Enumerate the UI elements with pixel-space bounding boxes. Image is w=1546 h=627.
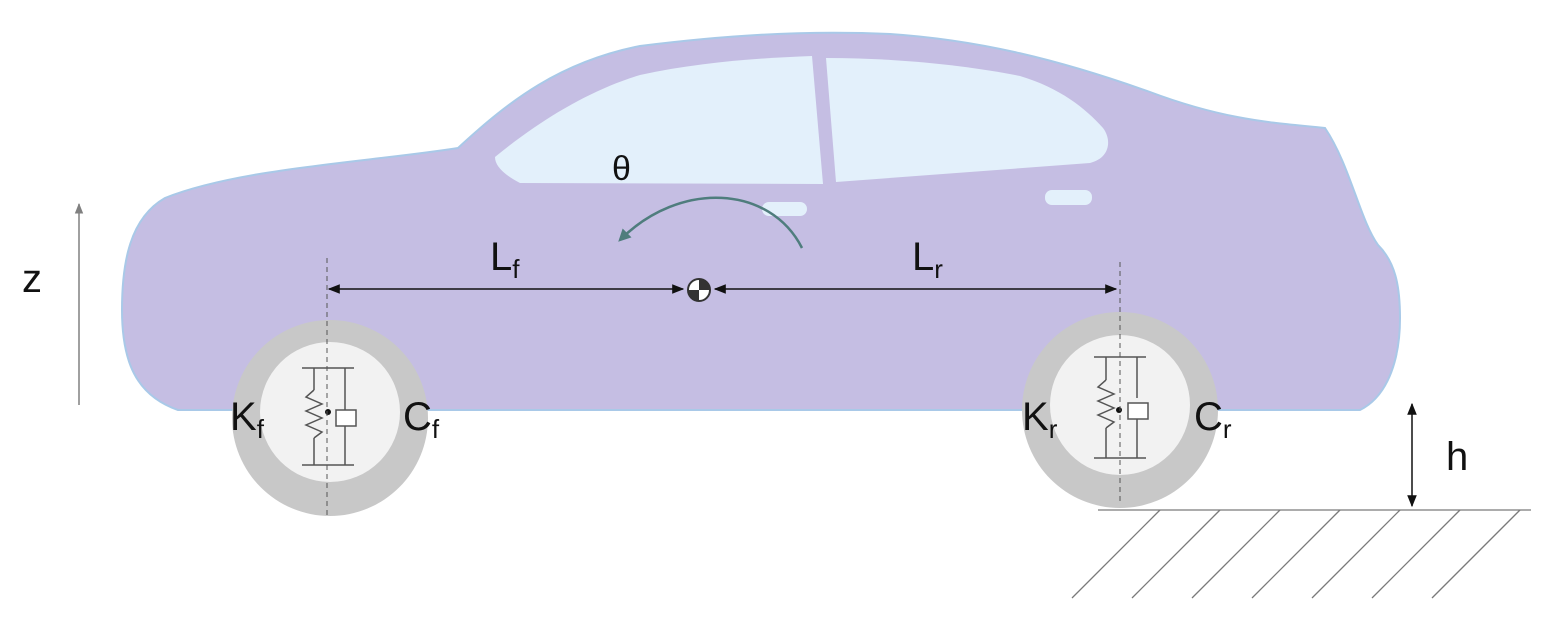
- h-label: h: [1446, 435, 1468, 479]
- center-of-gravity-icon: [687, 278, 711, 302]
- rear-spring-label: Kr: [1022, 395, 1058, 444]
- front-damper-label: Cf: [403, 395, 440, 444]
- z-label: z: [22, 257, 42, 301]
- rear-length-label: Lr: [912, 235, 943, 284]
- front-spring-label: Kf: [230, 395, 265, 444]
- theta-label: θ: [612, 150, 631, 188]
- rear-door-handle: [1045, 190, 1092, 205]
- ground-surface: [1071, 509, 1531, 599]
- rear-window: [826, 58, 1109, 182]
- front-door-handle: [762, 202, 807, 216]
- rear-damper-label: Cr: [1194, 395, 1232, 444]
- front-length-label: Lf: [490, 235, 520, 284]
- front-suspension: [302, 367, 357, 466]
- rotation-arrow: [618, 196, 804, 249]
- rear-suspension: [1094, 356, 1149, 459]
- front-window: [495, 56, 823, 184]
